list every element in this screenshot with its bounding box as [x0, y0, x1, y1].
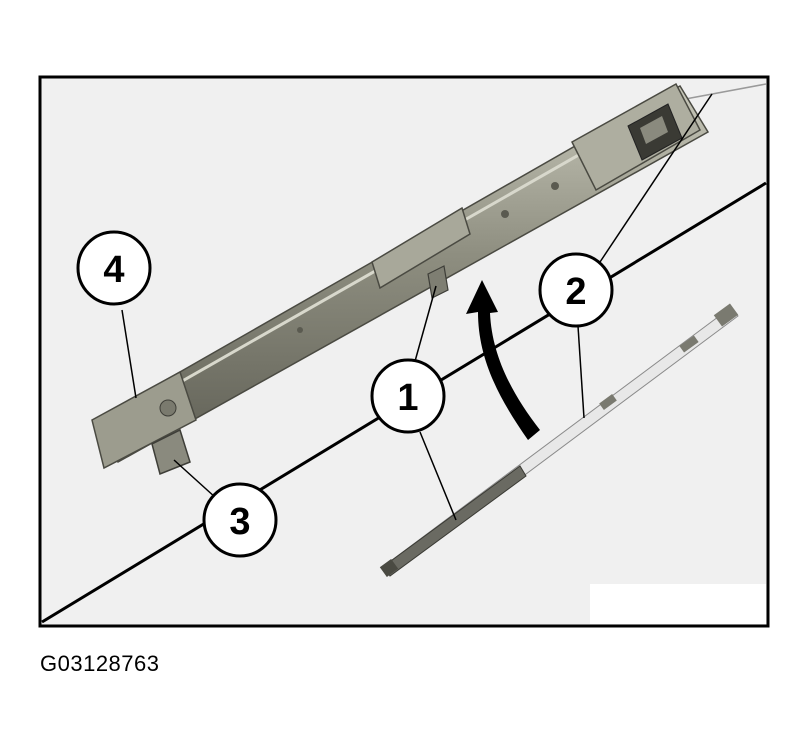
callout-1: 1	[370, 358, 446, 434]
leader-line-2a	[599, 93, 713, 263]
leader-line-4	[121, 309, 137, 399]
panel-white-corner	[590, 584, 766, 624]
callout-label: 2	[565, 271, 586, 313]
seal-strip-mark	[599, 394, 617, 410]
bracket-left-screw	[159, 399, 177, 417]
bracket-component	[91, 82, 710, 476]
callout-circle	[370, 358, 446, 434]
bracket-middle-clip	[371, 206, 471, 290]
bracket-tab-3	[151, 428, 191, 476]
seal-strip-end-left	[379, 559, 399, 577]
callout-label: 1	[397, 377, 418, 419]
callout-3: 3	[202, 482, 278, 558]
rotation-arrow	[466, 280, 540, 440]
bracket-hole	[551, 182, 559, 190]
leader-line-3	[173, 459, 217, 499]
callout-circle	[76, 230, 152, 306]
bracket-left-end	[91, 370, 197, 470]
bracket-tab-1	[427, 265, 449, 299]
seal-strip-mark	[679, 335, 699, 353]
callout-circle	[202, 482, 278, 558]
callout-label: 4	[103, 249, 124, 291]
leader-line-2b	[577, 325, 585, 419]
callout-2: 2	[538, 252, 614, 328]
thin-guide-line	[679, 83, 767, 101]
callout-circle	[538, 252, 614, 328]
bracket-hole	[297, 327, 303, 333]
figure-id-label: G03128763	[40, 651, 160, 676]
bracket-right-slot-inner	[640, 116, 668, 144]
leader-line-1a	[411, 285, 437, 373]
diagram-panel	[38, 75, 770, 628]
callout-label: 3	[229, 501, 250, 543]
seal-strip	[379, 303, 739, 577]
bracket-hole	[501, 210, 509, 218]
callout-4: 4	[76, 230, 152, 306]
seal-strip-end-right	[713, 303, 739, 327]
rotation-arrow-body	[466, 280, 540, 440]
leader-line-1b	[419, 431, 457, 521]
